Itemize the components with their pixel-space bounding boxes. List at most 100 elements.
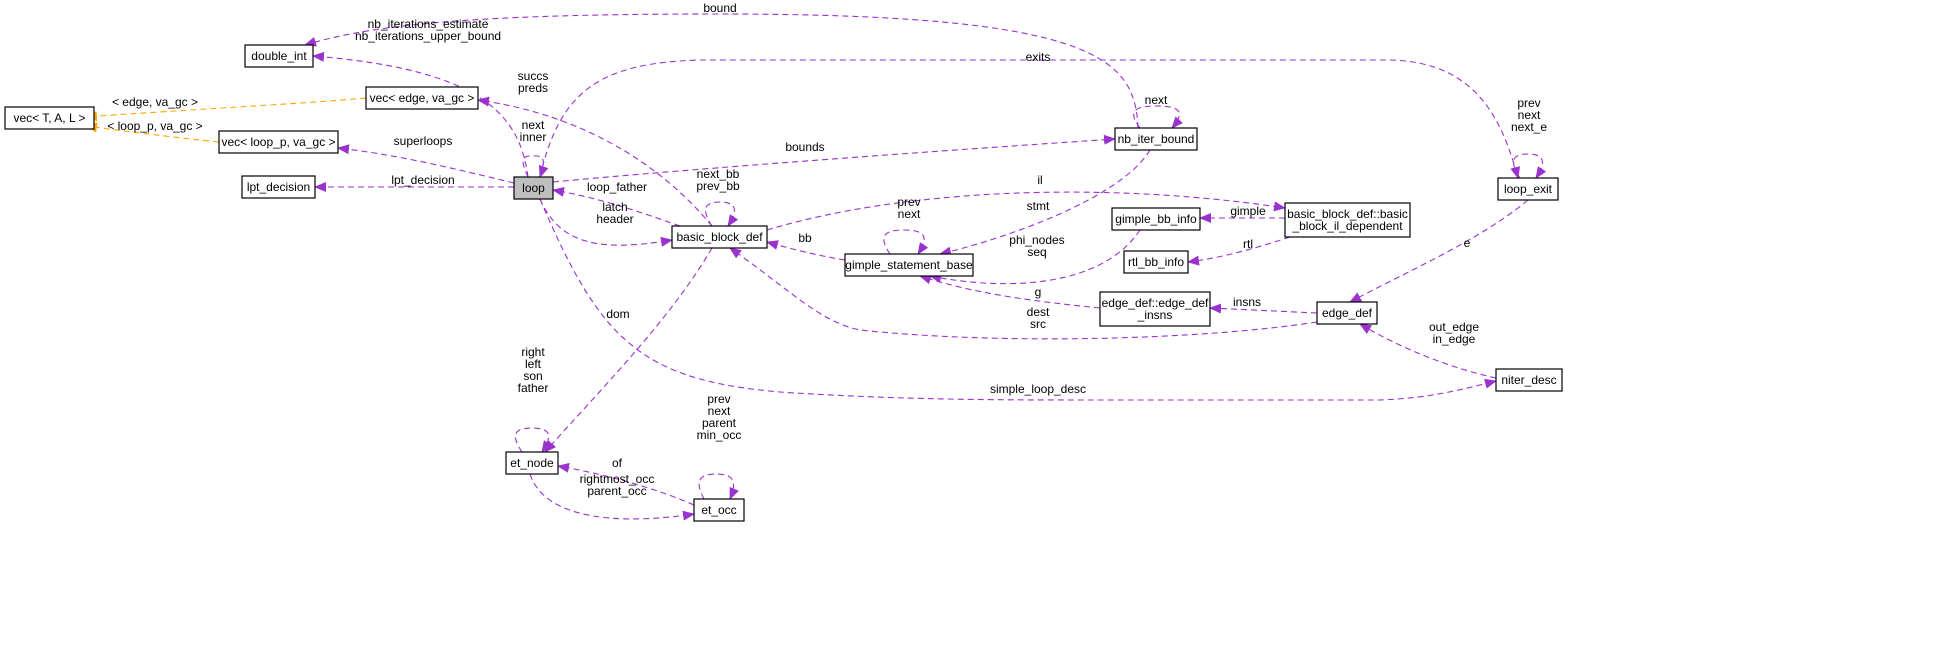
- edge-il: il: [766, 173, 1286, 231]
- edge-edge-va-gc: < edge, va_gc >: [85, 95, 367, 122]
- node-loop[interactable]: loop: [513, 176, 554, 200]
- node-rtl-bb-info[interactable]: rtl_bb_info: [1123, 250, 1189, 274]
- node-basic-block-def-basic-block-il-dependent[interactable]: basic_block_def::basic_block_il_dependen…: [1284, 202, 1411, 238]
- edge-of: of: [557, 456, 695, 506]
- edge-label-line: of: [612, 456, 623, 470]
- edge-label-line: prev: [1517, 96, 1540, 110]
- node-label: gimple_statement_base: [845, 258, 973, 272]
- node-label: edge_def: [1322, 306, 1373, 320]
- node-niter-desc[interactable]: niter_desc: [1495, 368, 1563, 392]
- node-box: [505, 451, 559, 475]
- edge-label: of: [612, 456, 623, 470]
- edge-line: [477, 96, 713, 227]
- node-label-line: _block_il_dependent: [1291, 219, 1403, 233]
- edge-label: loop_father: [587, 180, 647, 194]
- edge-label-line: bound: [703, 1, 736, 15]
- edge-label: rtl: [1243, 237, 1253, 251]
- edge-label: stmt: [1027, 199, 1050, 213]
- node-vec-edge-va-gc[interactable]: vec< edge, va_gc >: [365, 86, 479, 110]
- edge-line: [514, 427, 553, 453]
- edge-insns: insns: [1209, 295, 1318, 314]
- node-box: [1099, 291, 1211, 327]
- edge-label-line: loop_father: [587, 180, 647, 194]
- edge-label-line: father: [518, 381, 549, 395]
- edge-label-line: src: [1030, 317, 1046, 331]
- edge-label-line: out_edge: [1429, 320, 1479, 334]
- node-box: [241, 175, 316, 199]
- edge-label-line: inner: [520, 130, 547, 144]
- node-gimple-bb-info[interactable]: gimple_bb_info: [1111, 207, 1201, 231]
- edge-lpt-decision: lpt_decision: [314, 173, 514, 192]
- edge-label: g: [1035, 285, 1042, 299]
- node-box: [844, 253, 974, 277]
- node-loop-exit[interactable]: loop_exit: [1497, 177, 1559, 201]
- edge-line: [919, 274, 1101, 309]
- node-label-line: vec< edge, va_gc >: [370, 91, 475, 105]
- edge-loop-father: loop_father: [552, 180, 681, 227]
- edge-e: e: [1349, 199, 1529, 303]
- edge-line: [529, 473, 695, 521]
- node-nb-iter-bound[interactable]: nb_iter_bound: [1114, 127, 1198, 151]
- edge-line: [1513, 153, 1547, 179]
- node-et-node[interactable]: et_node: [505, 451, 559, 475]
- edge-label-line: gimple: [1230, 204, 1266, 218]
- edge-line: [544, 247, 713, 453]
- node-label-line: rtl_bb_info: [1128, 255, 1184, 269]
- node-box: [218, 130, 339, 154]
- edge-line: [1349, 199, 1529, 303]
- node-gimple-statement-base[interactable]: gimple_statement_base: [844, 253, 974, 277]
- node-label-line: vec< loop_p, va_gc >: [221, 135, 335, 149]
- node-box: [1111, 207, 1201, 231]
- edge-bb: bb: [766, 231, 846, 261]
- node-label-line: loop: [522, 181, 545, 195]
- edge-label-line: exits: [1026, 50, 1051, 64]
- edge-stmt: stmt: [939, 149, 1151, 257]
- edge-label: e: [1464, 236, 1471, 250]
- edge-label-line: prev_bb: [696, 179, 740, 193]
- edge-label: bb: [798, 231, 812, 245]
- edge-label-line: < edge, va_gc >: [112, 95, 198, 109]
- edge-line: [939, 149, 1151, 257]
- edge-line: [766, 191, 1286, 231]
- node-vec-t-a-l[interactable]: vec< T, A, L >: [4, 106, 95, 130]
- edge-loop-p-va-gc: < loop_p, va_gc >: [85, 119, 220, 143]
- node-label-line: basic_block_def: [676, 230, 763, 244]
- edge-label-line: < loop_p, va_gc >: [107, 119, 202, 133]
- node-double-int[interactable]: double_int: [244, 44, 314, 68]
- edge-line: [766, 240, 846, 261]
- edge-label: insns: [1233, 295, 1261, 309]
- node-lpt-decision[interactable]: lpt_decision: [241, 175, 316, 199]
- node-box: [1114, 127, 1198, 151]
- edge-label-line: prev: [897, 195, 920, 209]
- edge-label-line: succs: [518, 69, 549, 83]
- node-label-line: et_node: [510, 456, 554, 470]
- node-basic-block-def[interactable]: basic_block_def: [671, 225, 768, 249]
- edge-label-line: prev: [707, 392, 730, 406]
- edge-line: [883, 229, 929, 255]
- edge-next: next: [1133, 93, 1184, 129]
- edge-label-line: next_bb: [697, 167, 740, 181]
- edge-superloops: superloops: [337, 134, 515, 184]
- edge-label-line: right: [521, 345, 545, 359]
- node-vec-loop-p-va-gc[interactable]: vec< loop_p, va_gc >: [218, 130, 339, 154]
- edge-label-line: insns: [1233, 295, 1261, 309]
- edge-line: [539, 198, 673, 247]
- edge-label-line: next: [708, 404, 731, 418]
- edge-label-line: bounds: [785, 140, 824, 154]
- node-et-occ[interactable]: et_occ: [693, 498, 745, 522]
- node-edge-def-edge-def-insns[interactable]: edge_def::edge_def_insns: [1099, 291, 1211, 327]
- edge-label-line: nb_iterations_upper_bound: [355, 29, 501, 43]
- node-edge-def[interactable]: edge_def: [1316, 301, 1378, 325]
- edge-line: [1187, 236, 1291, 266]
